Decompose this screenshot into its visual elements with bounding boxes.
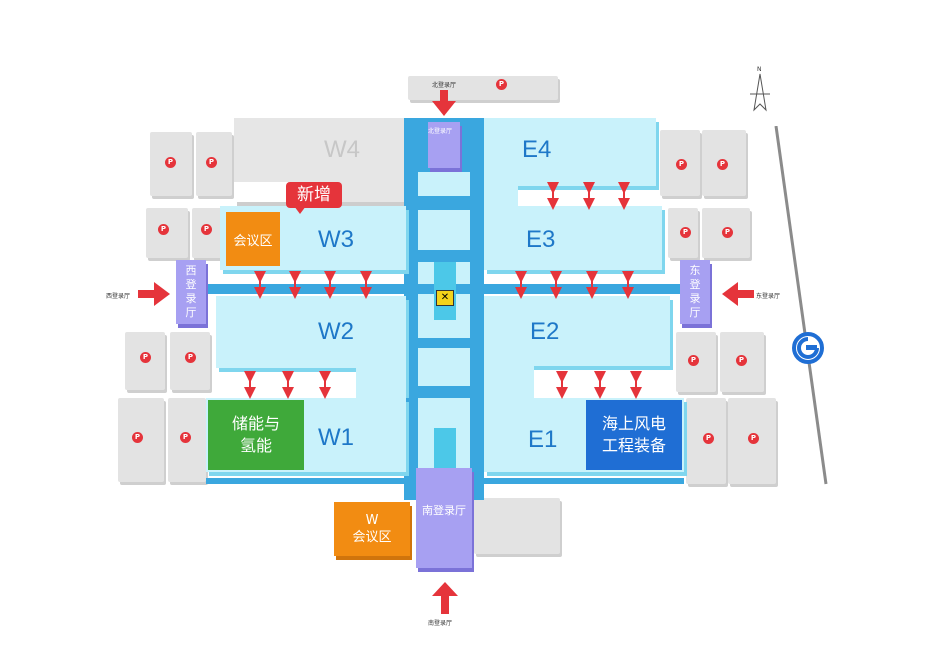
- hall-w2: [216, 296, 406, 368]
- parking-icon: P: [676, 159, 687, 170]
- restaurant-icon: ✕: [436, 290, 454, 306]
- east-entrance-arrow: [722, 282, 754, 306]
- west-entrance-arrow: [138, 282, 170, 306]
- subway-icon: [792, 332, 824, 364]
- east-lobby-char: 录: [689, 292, 701, 305]
- parking-icon: P: [180, 432, 191, 443]
- rail-line: [774, 126, 828, 485]
- north-lobby: [428, 122, 460, 168]
- corridor-cell: [418, 348, 470, 386]
- storage-line1: 储能与: [231, 414, 280, 433]
- north-parking-strip: [408, 76, 558, 100]
- west-lobby-char: 登: [185, 278, 197, 291]
- hall-w1-label: W1: [318, 424, 354, 451]
- compass-icon: [750, 73, 770, 112]
- parking-icon: P: [748, 433, 759, 444]
- new-badge: 新增: [286, 182, 342, 208]
- parking-icon: P: [703, 433, 714, 444]
- hall-e3-label: E3: [526, 226, 556, 253]
- south-service-block: [434, 428, 456, 468]
- west-lobby-char: 录: [185, 292, 197, 305]
- east-lobby-caption: 东登录厅: [756, 293, 781, 300]
- hall-w2-label: W2: [318, 318, 354, 345]
- w-meeting-line2: 会议区: [352, 530, 392, 545]
- north-entrance-arrow: [432, 90, 456, 116]
- parking-icon: P: [736, 355, 747, 366]
- hall-w4-notch: [234, 182, 288, 202]
- parking-icon: P: [132, 432, 143, 443]
- parking-icon: P: [185, 352, 196, 363]
- hall-e2: [484, 296, 670, 366]
- hall-e4-label: E4: [522, 136, 552, 163]
- meeting-area: 会议区: [226, 212, 280, 266]
- parking-icon: P: [158, 224, 169, 235]
- parking-icon: P: [496, 79, 507, 90]
- storage-line2: 氢能: [239, 436, 272, 455]
- storage-hydrogen-zone: 储能与 氢能: [208, 400, 304, 470]
- east-lobby-char: 厅: [689, 306, 701, 319]
- east-lobby-char: 东: [689, 264, 701, 277]
- west-lobby: 西 登 录 厅: [176, 260, 206, 324]
- parking-icon: P: [680, 227, 691, 238]
- hall-w3-label: W3: [318, 226, 354, 253]
- parking-icon: P: [688, 355, 699, 366]
- offshore-wind-zone: 海上风电 工程装备: [586, 400, 682, 470]
- parking-icon: P: [201, 224, 212, 235]
- hall-e4-connector: [484, 186, 518, 206]
- hall-e1-label: E1: [528, 426, 558, 453]
- corridor-cell: [418, 172, 470, 196]
- parking-icon: P: [722, 227, 733, 238]
- parking-icon: P: [206, 157, 217, 168]
- north-lobby-label: 北登录厅: [428, 128, 453, 135]
- hall-w2-w1-connector: [356, 368, 406, 398]
- west-lobby-char: 厅: [185, 306, 197, 319]
- parking-icon: P: [717, 159, 728, 170]
- parking-icon: P: [140, 352, 151, 363]
- west-lobby-caption: 西登录厅: [106, 293, 131, 300]
- hall-e3: [484, 206, 662, 270]
- hall-e2-label: E2: [530, 318, 560, 345]
- east-lobby: 东 登 录 厅: [680, 260, 710, 324]
- south-lobby-caption: 南登录厅: [428, 620, 453, 627]
- south-entrance-arrow: [432, 582, 458, 614]
- hall-e2-e1-connector: [484, 366, 534, 398]
- parking-icon: P: [165, 157, 176, 168]
- new-badge-pointer: [294, 206, 306, 214]
- compass-label: N: [757, 66, 762, 73]
- east-lobby-char: 登: [689, 278, 701, 291]
- offshore-line2: 工程装备: [601, 436, 666, 455]
- w-meeting-area: W 会议区: [334, 502, 410, 556]
- w-meeting-line1: W: [365, 513, 379, 528]
- west-lobby-char: 西: [185, 264, 197, 277]
- south-plaza: [474, 498, 560, 554]
- north-lobby-caption: 北登录厅: [432, 82, 457, 89]
- corridor-cell: [418, 210, 470, 250]
- south-lobby: 南登录厅: [416, 468, 472, 568]
- hall-w4-label: W4: [324, 136, 360, 163]
- offshore-line1: 海上风电: [601, 414, 666, 433]
- hall-e4: [484, 118, 656, 186]
